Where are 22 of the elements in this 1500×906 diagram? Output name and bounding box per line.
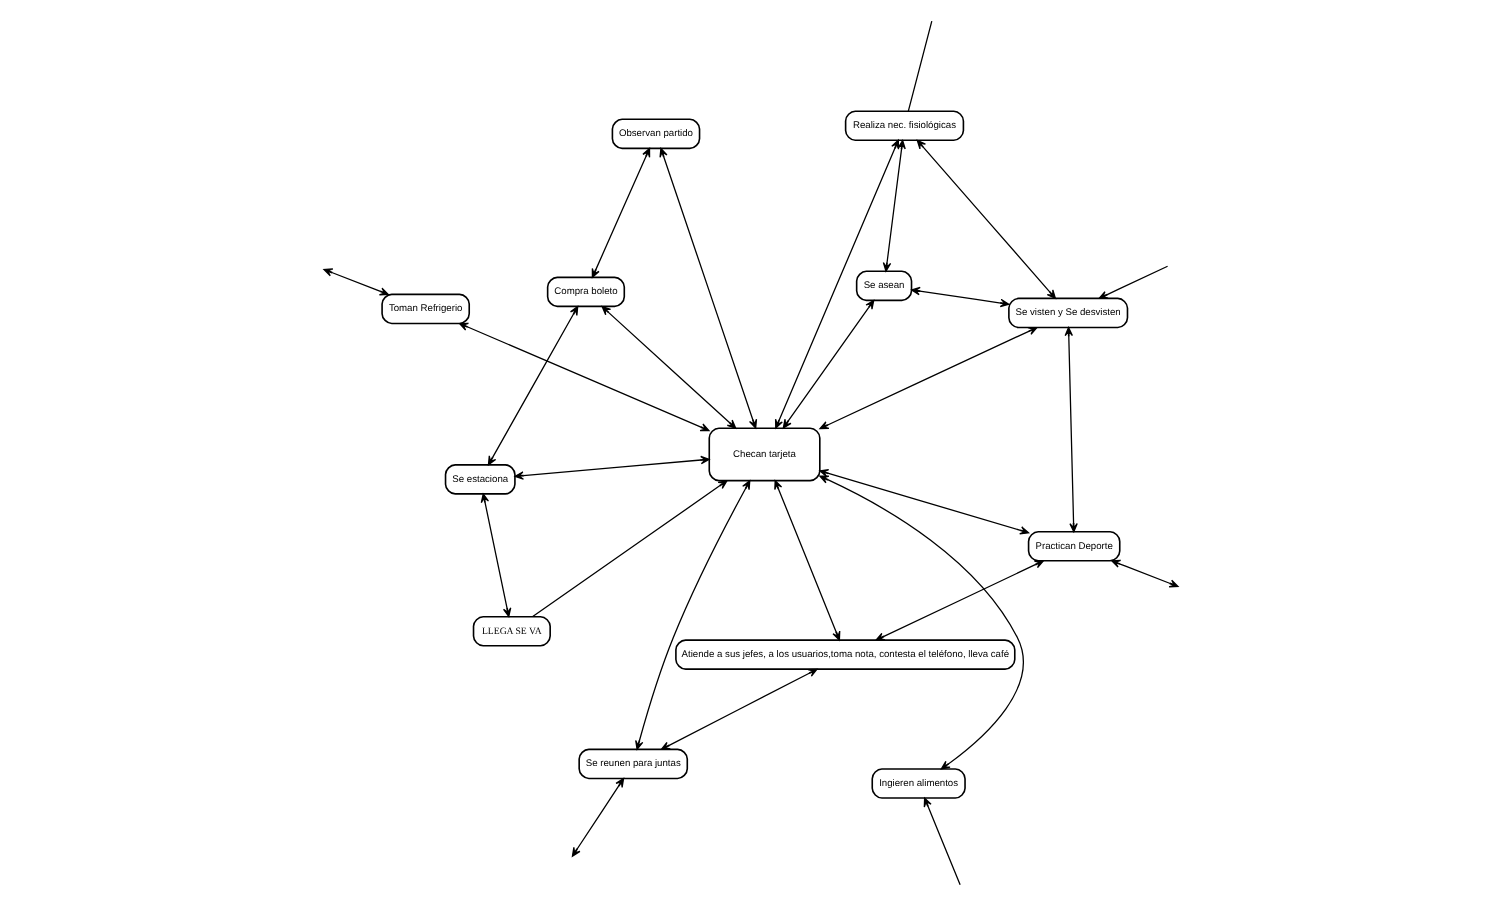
arrow	[781, 299, 874, 429]
arrow	[457, 322, 709, 432]
arrow	[531, 480, 727, 618]
arrow	[634, 480, 750, 750]
arrow	[818, 475, 1023, 770]
arrow	[486, 305, 578, 466]
arrow	[915, 139, 1056, 299]
arrow	[818, 469, 1029, 535]
arrow	[658, 147, 757, 429]
arrow	[659, 668, 817, 751]
arrow	[910, 286, 1009, 308]
arrow	[773, 139, 899, 429]
arrow	[818, 326, 1037, 430]
arrow	[513, 455, 709, 480]
arrow	[881, 139, 905, 272]
arrow	[600, 305, 736, 429]
arrow	[479, 493, 511, 618]
connector	[906, 20, 932, 112]
arrow	[1063, 326, 1077, 533]
arrow	[590, 147, 650, 278]
arrow	[874, 560, 1043, 641]
arrow	[773, 480, 840, 641]
